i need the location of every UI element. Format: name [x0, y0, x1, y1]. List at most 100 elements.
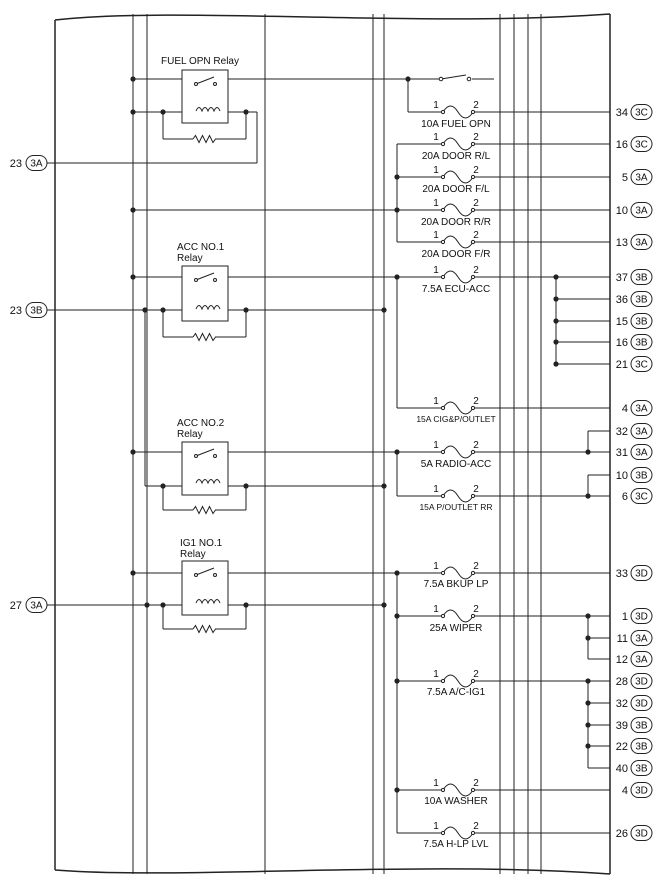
terminal-1-3D: 3D1 — [622, 608, 653, 624]
junction-dot — [130, 207, 136, 213]
pin-number: 1 — [622, 611, 628, 623]
fuse-terminal — [470, 787, 476, 793]
connector-badge — [630, 695, 653, 711]
fuse-pin-label: 1 — [433, 198, 439, 209]
connector-badge — [630, 136, 653, 152]
junction-dot — [243, 483, 249, 489]
pin-number: 33 — [616, 568, 628, 580]
connector-label: 3D — [635, 569, 648, 580]
junction-dot — [553, 318, 559, 324]
fuse-pin-label: 2 — [473, 396, 479, 407]
connector-badge — [630, 400, 653, 416]
pin-number: 31 — [616, 447, 628, 459]
fuse-terminal — [470, 274, 476, 280]
junction-dot — [142, 307, 148, 313]
connector-badge — [630, 234, 653, 250]
connector-badge — [630, 356, 653, 372]
pin-number: 10 — [616, 470, 628, 482]
fuse-pin-label: 2 — [473, 821, 479, 832]
fuse-terminal — [440, 141, 446, 147]
connector-label: 3B — [635, 742, 648, 753]
pin-number: 28 — [616, 676, 628, 688]
fuse-terminal — [470, 239, 476, 245]
connector-label: 3D — [635, 786, 648, 797]
fuse-terminal — [440, 207, 446, 213]
fuse-symbol — [442, 137, 474, 151]
pin-number: 23 — [10, 305, 22, 317]
junction-dot — [553, 274, 559, 280]
relay-coil — [195, 479, 221, 485]
pin-number: 13 — [616, 237, 628, 249]
connector-badge — [630, 782, 653, 798]
pin-number: 5 — [622, 172, 628, 184]
pin-number: 32 — [616, 698, 628, 710]
relay-label: IG1 NO.1 — [180, 538, 223, 549]
junction-dot — [585, 635, 591, 641]
fuse-label: 20A DOOR R/R — [421, 217, 491, 228]
relay-contact — [194, 278, 198, 282]
terminal-5-3A: 3A5 — [622, 169, 653, 185]
pin-number: 11 — [617, 633, 628, 645]
junction-dot — [381, 602, 387, 608]
junction-dot — [130, 76, 136, 82]
connector-label: 3B — [635, 471, 648, 482]
connector-label: 3D — [635, 829, 648, 840]
fuse-terminal — [470, 207, 476, 213]
relay-label: Relay — [177, 253, 203, 264]
connector-label: 3A — [635, 404, 648, 415]
junction-dot — [243, 602, 249, 608]
fuse-label: 15A P/OUTLET RR — [419, 502, 492, 512]
pin-number: 34 — [616, 107, 628, 119]
connector-label: 3A — [635, 634, 648, 645]
connector-badge — [25, 597, 48, 613]
fuse-pin-label: 1 — [433, 778, 439, 789]
fuse-symbol — [442, 826, 474, 840]
junction-dot — [394, 449, 400, 455]
junction-dot — [585, 493, 591, 499]
fuse-pin-label: 1 — [433, 100, 439, 111]
relay-box — [181, 441, 229, 496]
fuse-terminal — [470, 613, 476, 619]
pin-number: 10 — [616, 205, 628, 217]
fuse-label: 7.5A ECU-ACC — [422, 284, 490, 295]
pin-number: 37 — [616, 272, 628, 284]
relay-switch — [195, 76, 215, 85]
connector-badge — [630, 202, 653, 218]
fuse-pin-label: 2 — [473, 198, 479, 209]
junction-dot — [394, 174, 400, 180]
fuse-pin-label: 2 — [473, 265, 479, 276]
connector-badge — [630, 269, 653, 285]
junction-dot — [405, 76, 411, 82]
fuse-pin-label: 2 — [473, 100, 479, 111]
relay-fuel: FUEL OPN Relay — [161, 56, 239, 124]
junction-dot — [144, 602, 150, 608]
fuse-terminal — [440, 449, 446, 455]
fuse-terminal — [440, 830, 446, 836]
connector-badge — [630, 565, 653, 581]
fuse-terminal — [470, 109, 476, 115]
connector-badge — [630, 291, 653, 307]
fuse-symbol — [442, 401, 474, 415]
fuse-terminal — [470, 141, 476, 147]
fuse-pin-label: 1 — [433, 132, 439, 143]
pin-number: 6 — [622, 491, 628, 503]
pin-number: 36 — [616, 294, 628, 306]
connector-label: 3B — [635, 317, 648, 328]
connector-label: 3B — [635, 338, 648, 349]
resistor-symbol — [192, 505, 216, 515]
terminal-10-3B: 3B 10 — [616, 467, 653, 483]
pin-number: 12 — [616, 654, 628, 666]
